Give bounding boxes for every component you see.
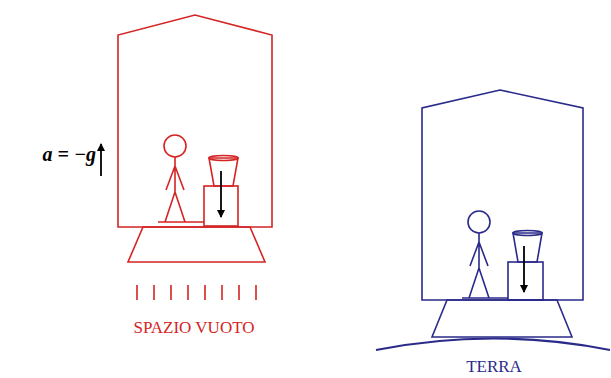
earth-surface <box>376 339 610 351</box>
cabin-outline <box>118 15 272 227</box>
pedestal-box <box>508 262 543 300</box>
person-head <box>468 211 490 233</box>
cup <box>513 233 542 262</box>
rocket-base <box>432 300 572 337</box>
cup <box>209 158 238 186</box>
region-label: TERRA <box>466 358 522 377</box>
exhaust-lines <box>137 285 256 300</box>
floor-line <box>462 297 508 299</box>
person-body <box>165 157 185 222</box>
floor-line <box>158 221 204 223</box>
fall-arrow <box>523 246 525 292</box>
cup-rim <box>513 231 542 236</box>
region-label: SPAZIO VUOTO <box>133 319 254 338</box>
fall-arrow <box>220 171 222 217</box>
acceleration-label: a = −g <box>42 143 96 165</box>
rocket-base <box>128 227 265 262</box>
cabin-outline <box>422 90 583 300</box>
person-body <box>469 233 489 298</box>
earth-elevator <box>376 90 610 350</box>
acceleration-arrow <box>100 144 102 176</box>
person-head <box>164 135 186 157</box>
space-elevator <box>118 15 272 300</box>
cup-rim <box>209 156 238 161</box>
